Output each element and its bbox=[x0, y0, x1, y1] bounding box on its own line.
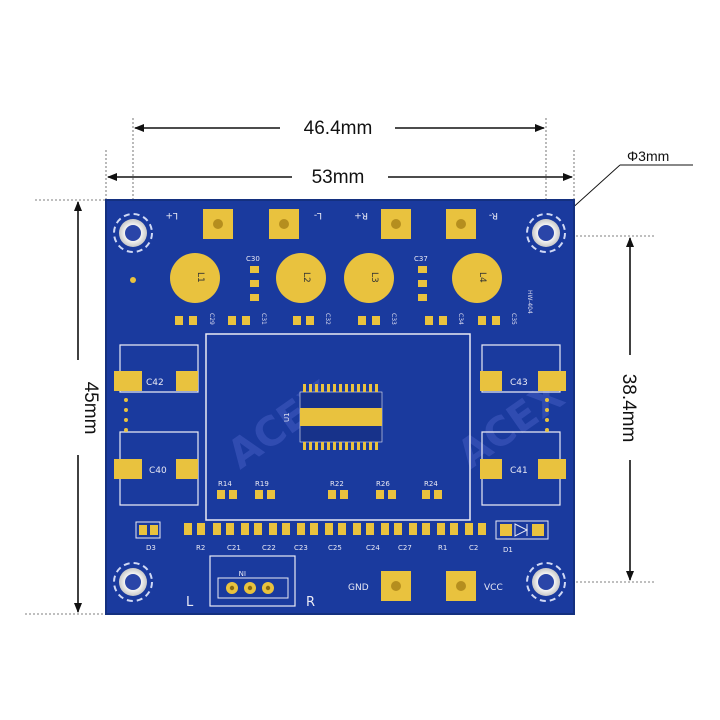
cap-label-c37: C37 bbox=[414, 255, 428, 263]
diode-label-d1: D1 bbox=[503, 546, 513, 554]
cap-label-c32: C32 bbox=[324, 313, 331, 325]
big-caps: C42 C40 C43 C41 bbox=[114, 344, 566, 506]
res-label-r14: R14 bbox=[218, 480, 232, 488]
inductor-label-l1: L1 bbox=[195, 272, 205, 283]
cap-label-c33: C33 bbox=[390, 313, 397, 325]
cap-label-c29: C29 bbox=[208, 313, 215, 325]
board-height-label: 45mm bbox=[80, 382, 101, 435]
cap-label-c23: C23 bbox=[294, 544, 308, 552]
res-label-r24: R24 bbox=[424, 480, 438, 488]
chip-pins bbox=[303, 384, 378, 450]
mounting-hole-br bbox=[526, 562, 566, 602]
dimension-arrows bbox=[74, 124, 634, 613]
cap-label-c22: C22 bbox=[262, 544, 276, 552]
input-label-r: R bbox=[306, 595, 315, 610]
cap-label-c41: C41 bbox=[510, 466, 528, 476]
inductor-label-l2: L2 bbox=[301, 272, 311, 283]
inductor-label-l4: L4 bbox=[477, 272, 487, 283]
output-label-l-plus: L+ bbox=[165, 210, 178, 220]
cap-label-c34: C34 bbox=[457, 313, 464, 325]
chip-label-u1: U1 bbox=[283, 412, 291, 422]
inductor-label-l3: L3 bbox=[369, 272, 379, 283]
board-width-label: 53mm bbox=[312, 167, 365, 188]
top-caps: C30 C37 HW-404 bbox=[130, 255, 533, 314]
cap-c42: C42 bbox=[114, 344, 199, 393]
inductor-l2: L2 bbox=[276, 253, 326, 303]
cap-label-c27: C27 bbox=[398, 544, 412, 552]
cap-label-c2: C2 bbox=[469, 544, 478, 552]
cap-label-c21: C21 bbox=[227, 544, 241, 552]
cap-label-c42: C42 bbox=[146, 378, 164, 388]
mounting-hole-tr bbox=[526, 213, 566, 253]
power-pads: GND VCC bbox=[348, 571, 503, 601]
inductor-l1: L1 bbox=[166, 253, 220, 303]
output-label-r-minus: R- bbox=[489, 210, 498, 220]
output-pad-r-minus: R- bbox=[446, 209, 498, 239]
input-label-l: L bbox=[186, 595, 194, 610]
model-label: HW-404 bbox=[526, 290, 533, 314]
pcb-board: ACEX ACEX L+ bbox=[105, 199, 575, 615]
mounting-hole-bl bbox=[113, 562, 153, 602]
output-pad-l-plus: L+ bbox=[165, 209, 233, 239]
res-label-r2: R2 bbox=[196, 544, 205, 552]
input-connector-label: IN bbox=[239, 569, 246, 577]
cap-label-c35: C35 bbox=[510, 313, 517, 325]
res-label-r1: R1 bbox=[438, 544, 447, 552]
hole-spacing-w-label: 46.4mm bbox=[304, 118, 373, 139]
mounting-hole-tl bbox=[113, 213, 153, 253]
power-label-gnd: GND bbox=[348, 583, 369, 593]
mid-resistors: R14 R19 R22 R26 R24 bbox=[217, 480, 442, 499]
chip-area: U1 bbox=[205, 333, 471, 521]
output-label-l-minus: L- bbox=[314, 210, 322, 220]
cap-label-c30: C30 bbox=[246, 255, 260, 263]
output-pad-r-plus: R+ bbox=[354, 209, 411, 239]
output-pads: L+ L- R+ R- bbox=[165, 209, 498, 239]
cap-label-c31: C31 bbox=[260, 313, 267, 325]
hole-diameter-callout: Φ3mm bbox=[547, 148, 693, 231]
small-caps-row: C29 C31 C32 C33 C34 C35 bbox=[175, 313, 517, 325]
hole-diameter-label: Φ3mm bbox=[627, 148, 669, 164]
res-label-r19: R19 bbox=[255, 480, 269, 488]
cap-label-c24: C24 bbox=[366, 544, 380, 552]
cap-c40: C40 bbox=[114, 431, 199, 506]
inductor-l4: L4 bbox=[452, 253, 502, 303]
diode-label-d3: D3 bbox=[146, 544, 156, 552]
cap-c43: C43 bbox=[480, 344, 566, 393]
res-label-r22: R22 bbox=[330, 480, 344, 488]
input-connector: IN L R bbox=[186, 555, 315, 610]
power-label-vcc: VCC bbox=[484, 583, 503, 593]
chip-u1: U1 bbox=[283, 384, 383, 450]
diode-d1: D1 bbox=[495, 520, 549, 554]
hole-spacing-h-label: 38.4mm bbox=[618, 374, 639, 443]
res-label-r26: R26 bbox=[376, 480, 390, 488]
cap-label-c40: C40 bbox=[149, 466, 167, 476]
cap-label-c25: C25 bbox=[328, 544, 342, 552]
inductor-l3: L3 bbox=[344, 253, 394, 303]
bottom-row: D3 R2 C21 C22 C23 C25 C24 C27 R1 bbox=[135, 520, 549, 554]
output-label-r-plus: R+ bbox=[354, 210, 368, 220]
cap-label-c43: C43 bbox=[510, 378, 528, 388]
inductors: L1 L2 L3 L4 bbox=[166, 253, 502, 303]
output-pad-l-minus: L- bbox=[269, 209, 322, 239]
cap-c41: C41 bbox=[480, 431, 566, 506]
